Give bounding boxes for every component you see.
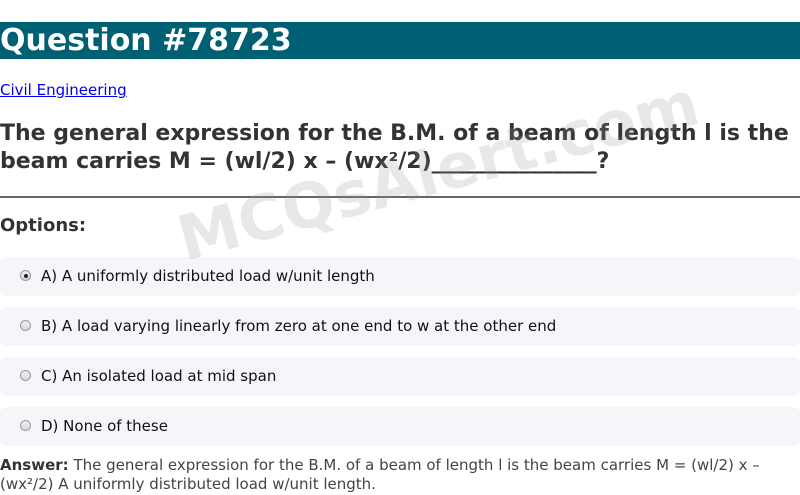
option-b[interactable]: B) A load varying linearly from zero at … — [0, 307, 800, 346]
option-a[interactable]: A) A uniformly distributed load w/unit l… — [0, 257, 800, 296]
question-text: The general expression for the B.M. of a… — [0, 121, 789, 174]
category-link[interactable]: Civil Engineering — [0, 81, 127, 99]
answer-label: Answer: — [0, 456, 69, 474]
option-label: B) A load varying linearly from zero at … — [41, 317, 557, 335]
radio-c[interactable] — [20, 370, 31, 381]
option-c[interactable]: C) An isolated load at mid span — [0, 357, 800, 396]
option-label: A) A uniformly distributed load w/unit l… — [41, 267, 375, 285]
option-label: D) None of these — [41, 417, 168, 435]
option-d[interactable]: D) None of these — [0, 407, 800, 446]
answer-text: The general expression for the B.M. of a… — [0, 456, 760, 493]
option-label: C) An isolated load at mid span — [41, 367, 277, 385]
radio-b[interactable] — [20, 320, 31, 331]
answer: Answer: The general expression for the B… — [0, 456, 800, 494]
options-heading: Options: — [0, 215, 87, 236]
divider — [0, 196, 800, 198]
radio-d[interactable] — [20, 420, 31, 431]
page-title: Question #78723 — [0, 22, 800, 59]
radio-a[interactable] — [20, 270, 31, 281]
